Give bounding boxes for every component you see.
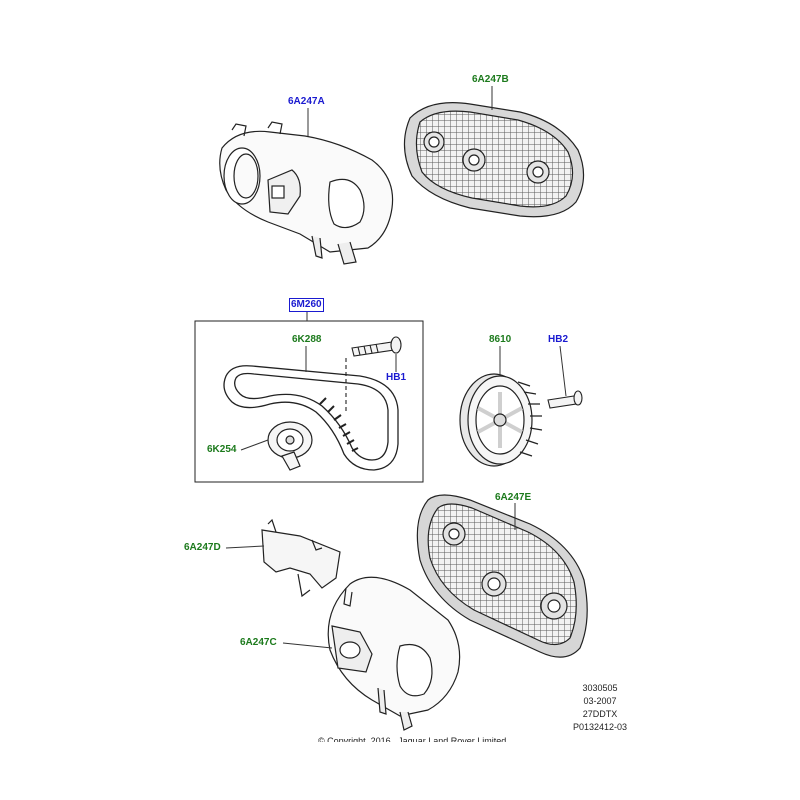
bolt-hb2 [547,390,583,409]
callout-6a247d[interactable]: 6A247D [184,542,221,553]
upper-cover-6a247a [219,121,394,265]
backplate-6a247e [416,494,588,658]
callout-6k254[interactable]: 6K254 [207,444,237,455]
callout-6k288[interactable]: 6K288 [292,334,322,345]
bolt-hb1 [345,336,402,412]
callout-6a247b[interactable]: 6A247B [472,74,509,85]
info-block: 3030505 03-2007 27DDTX P0132412-03 [572,682,628,734]
engine-code: 27DDTX [582,709,618,719]
callout-6a247e[interactable]: 6A247E [495,492,532,503]
pulley-8610 [459,373,543,467]
diagram-ref: P0132412-03 [572,722,628,732]
callout-6a247c[interactable]: 6A247C [240,637,277,648]
tensioner-6k254 [267,421,313,471]
cover-6a247d [261,518,341,598]
diagram-code: 3030505 [582,683,618,693]
callout-8610[interactable]: 8610 [489,334,512,345]
callout-6a247a[interactable]: 6A247A [288,96,325,107]
callout-6m260[interactable]: 6M260 [289,298,324,312]
callout-hb2[interactable]: HB2 [548,334,569,345]
callout-hb1[interactable]: HB1 [386,372,407,383]
leader-lines [225,86,567,649]
cover-6a247c [327,576,461,731]
copyright-notice: © Copyright, 2016 , Jaguar Land Rover Li… [318,736,507,742]
timing-belt-kit-frame [194,320,424,483]
backplate-6a247b [403,102,585,218]
diagram-date: 03-2007 [583,696,617,706]
timing-belt-6k288 [223,365,399,471]
